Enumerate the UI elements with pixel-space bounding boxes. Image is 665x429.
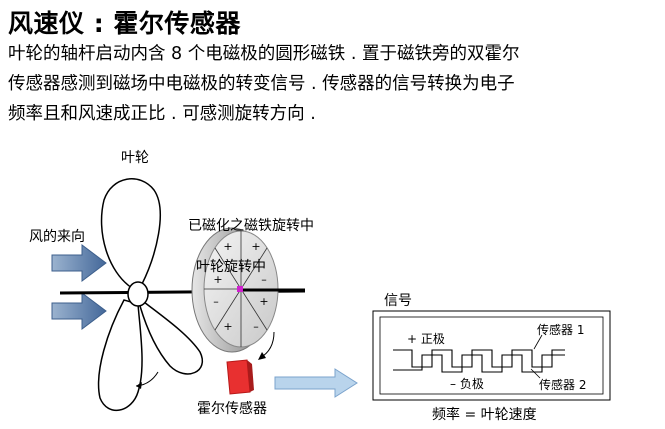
positive-pole-label: + 正极 — [407, 332, 445, 346]
magnet-center-dot — [237, 286, 243, 292]
svg-text:–: – — [261, 273, 267, 286]
svg-text:+: + — [259, 295, 268, 308]
sensor-1-label: 传感器 1 — [537, 323, 585, 337]
hall-sensor-label: 霍尔传感器 — [197, 401, 267, 417]
wind-direction-label: 风的来向 — [29, 229, 85, 245]
magnet-pole-marks: + + – + – + + – — [213, 240, 268, 333]
description-line-3: 频率且和风速成正比 . 可感测旋转方向 . — [8, 104, 316, 124]
svg-text:+: + — [223, 320, 232, 333]
svg-text:–: – — [213, 295, 219, 308]
wind-arrow-lower — [51, 292, 107, 330]
impeller-rotating-label: 叶轮旋转中 — [196, 259, 266, 275]
description-line-1: 叶轮的轴杆启动内含 8 个电磁极的圆形磁铁 . 置于磁铁旁的双霍尔 — [8, 44, 520, 64]
signal-waveform-sensor-1 — [393, 349, 565, 368]
description-line-2: 传感器感测到磁场中电磁极的转变信号 . 传感器的信号转换为电子 — [8, 74, 515, 94]
magnet-rotating-label: 已磁化之磁铁旋转中 — [188, 218, 314, 234]
impeller-blade-bottom-right — [139, 301, 203, 375]
diagram-title: 风速仪 : 霍尔传感器 — [8, 9, 241, 38]
svg-text:–: – — [253, 320, 259, 333]
negative-pole-label: – 负极 — [450, 377, 484, 391]
sensor-2-label: 传感器 2 — [539, 378, 587, 392]
signal-label: 信号 — [384, 293, 412, 309]
frequency-formula-label: 频率 = 叶轮速度 — [432, 407, 537, 423]
svg-text:+: + — [213, 273, 222, 286]
sensor-2-callout — [530, 368, 541, 379]
impeller-blade-bottom-left — [97, 299, 143, 412]
magnet-rotation-arrowhead — [258, 352, 266, 360]
wind-arrow-upper — [51, 244, 107, 282]
hall-sensor-block — [226, 359, 251, 395]
impeller-label: 叶轮 — [121, 150, 149, 166]
impeller-hub — [127, 281, 149, 307]
svg-text:+: + — [251, 240, 260, 253]
impeller-rotation-arrowhead — [136, 382, 142, 389]
signal-waveform-sensor-2 — [393, 354, 565, 373]
impeller-blade-top — [100, 178, 161, 289]
signal-output-arrow — [274, 368, 358, 398]
sensor-1-callout — [533, 334, 543, 350]
signal-box-inner — [379, 316, 604, 395]
svg-text:+: + — [223, 240, 232, 253]
